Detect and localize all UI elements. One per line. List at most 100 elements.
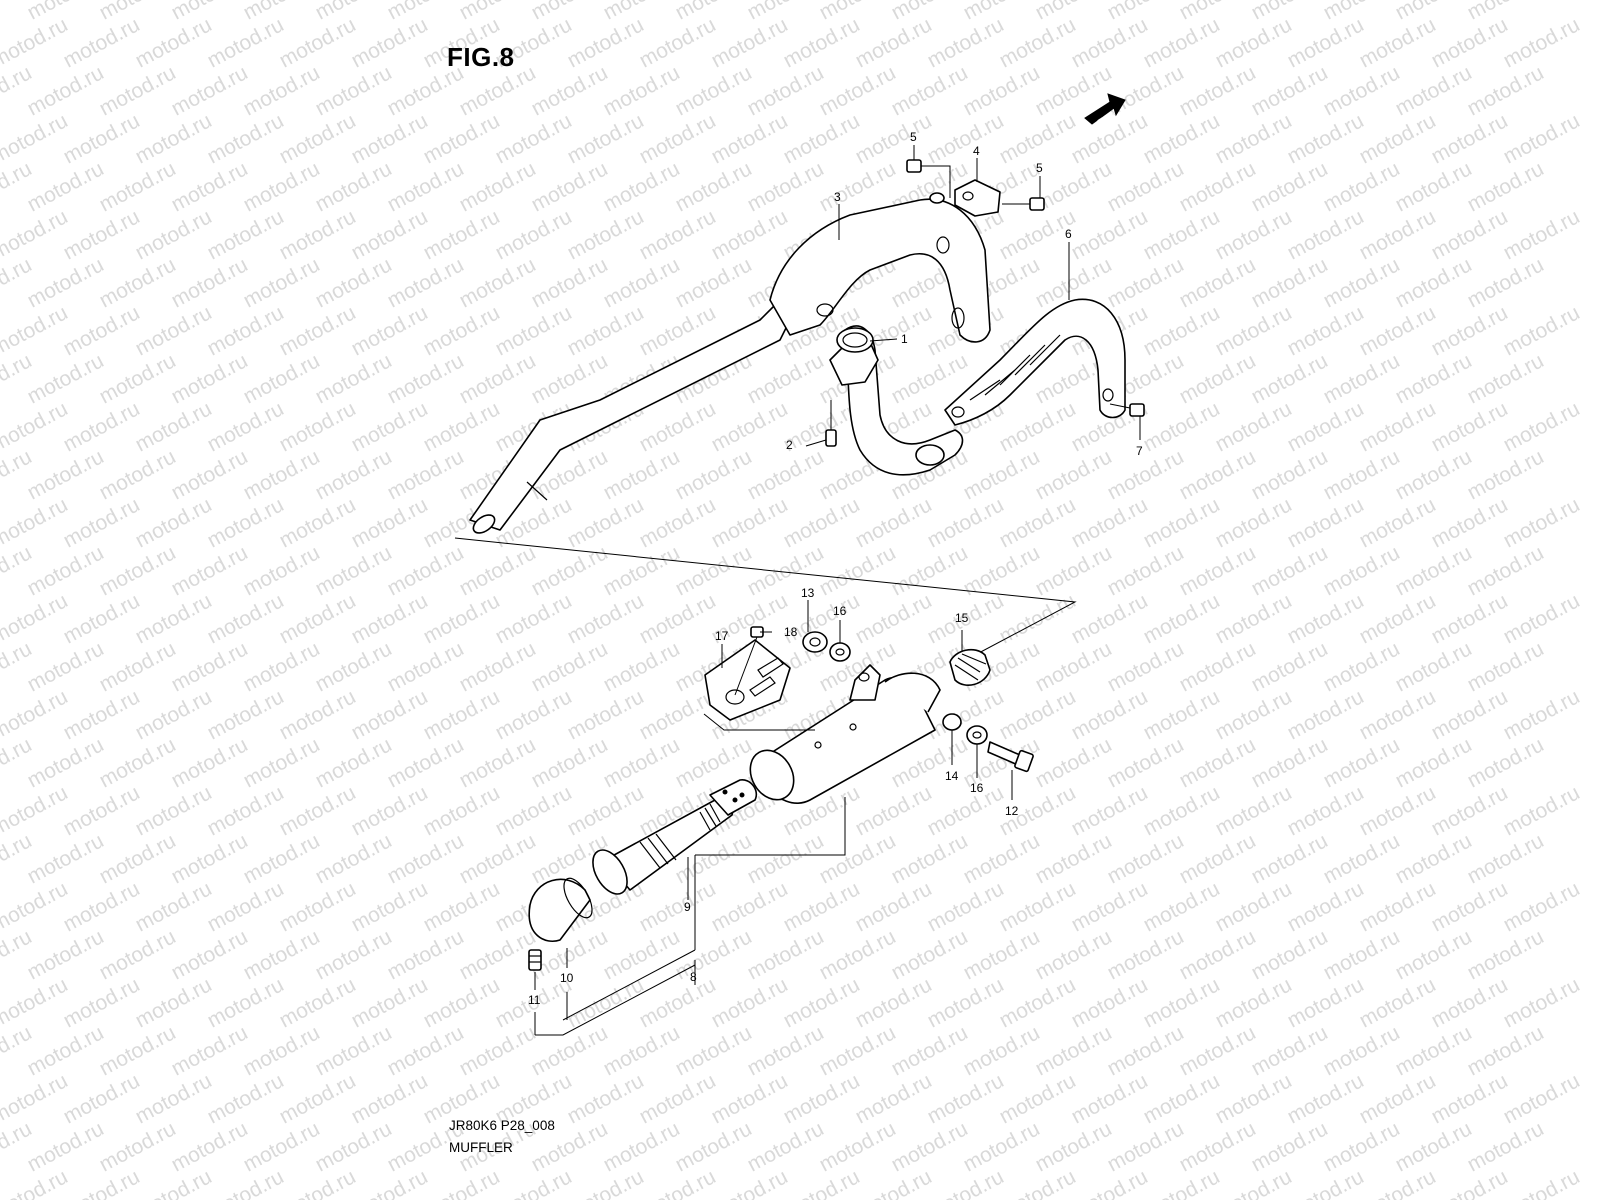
watermark-text: motod.ru [744, 541, 828, 600]
watermark-text: motod.ru [1248, 157, 1332, 216]
watermark-text: motod.ru [1212, 109, 1296, 168]
callout-7: 7 [1136, 444, 1143, 458]
watermark-text: motod.ru [204, 781, 288, 840]
muffler-body[interactable] [742, 664, 941, 808]
watermark-text: motod.ru [348, 1069, 432, 1128]
watermark-text: motod.ru [348, 397, 432, 456]
watermark-text: motod.ru [276, 1165, 360, 1200]
watermark-text: motod.ru [1248, 1021, 1332, 1080]
watermark-text: motod.ru [1140, 493, 1224, 552]
bracket-bolt-5a[interactable] [906, 159, 951, 198]
watermark-text: motod.ru [384, 1021, 468, 1080]
watermark-text: motod.ru [888, 1021, 972, 1080]
watermark-text: motod.ru [132, 493, 216, 552]
watermark-text: motod.ru [1464, 1021, 1548, 1080]
watermark-text: motod.ru [1464, 253, 1548, 312]
watermark-text: motod.ru [240, 1117, 324, 1176]
washer-16b[interactable] [966, 725, 988, 745]
watermark-text: motod.ru [348, 493, 432, 552]
watermark-text: motod.ru [1032, 1117, 1116, 1176]
watermark-text: motod.ru [1104, 157, 1188, 216]
watermark-text: motod.ru [708, 1165, 792, 1200]
muffler-bolt-12[interactable] [987, 741, 1034, 773]
watermark-text: motod.ru [852, 589, 936, 648]
watermark-text: motod.ru [132, 397, 216, 456]
watermark-text: motod.ru [348, 109, 432, 168]
watermark-text: motod.ru [1140, 13, 1224, 72]
watermark-text: motod.ru [744, 349, 828, 408]
watermark-text: motod.ru [204, 1069, 288, 1128]
watermark-text: motod.ru [1320, 541, 1404, 600]
watermark-text: motod.ru [1284, 877, 1368, 936]
exhaust-gasket[interactable] [829, 327, 879, 386]
watermark-text: motod.ru [888, 1117, 972, 1176]
watermark-text: motod.ru [1500, 493, 1584, 552]
watermark-text: motod.ru [1428, 589, 1512, 648]
watermark-text: motod.ru [1392, 253, 1476, 312]
heat-protector[interactable] [944, 298, 1126, 426]
watermark-text: motod.ru [348, 301, 432, 360]
watermark-text: motod.ru [1428, 109, 1512, 168]
muffler-mount-bracket[interactable] [704, 639, 791, 721]
watermark-text: motod.ru [348, 973, 432, 1032]
watermark-text: motod.ru [852, 13, 936, 72]
watermark-text: motod.ru [384, 925, 468, 984]
watermark-text: motod.ru [1320, 349, 1404, 408]
watermark-text: motod.ru [960, 829, 1044, 888]
silencer-inner-pipe[interactable] [586, 779, 758, 900]
bracket-bolt-5b[interactable] [1002, 197, 1045, 211]
callout-2: 2 [786, 438, 793, 452]
callout-16a: 16 [833, 604, 847, 618]
protector-bolt-7[interactable] [1109, 403, 1145, 417]
watermark-text: motod.ru [384, 637, 468, 696]
muffler-joint-15[interactable] [949, 648, 991, 686]
watermark-text: motod.ru [312, 541, 396, 600]
watermark-text: motod.ru [1392, 925, 1476, 984]
watermark-text: motod.ru [1464, 349, 1548, 408]
watermark-text: motod.ru [420, 205, 504, 264]
watermark-text: motod.ru [204, 205, 288, 264]
watermark-text: motod.ru [636, 685, 720, 744]
watermark-text: motod.ru [1248, 445, 1332, 504]
leader-lines [534, 145, 1141, 1036]
watermark-text: motod.ru [456, 253, 540, 312]
watermark-text: motod.ru [276, 301, 360, 360]
watermark-text: motod.ru [852, 1165, 936, 1200]
watermark-text: motod.ru [564, 589, 648, 648]
mount-collar-14[interactable] [942, 713, 962, 731]
callout-18: 18 [784, 625, 798, 639]
watermark-text: motod.ru [1032, 925, 1116, 984]
watermark-text: motod.ru [24, 157, 108, 216]
watermark-text: motod.ru [1284, 109, 1368, 168]
watermark-text: motod.ru [996, 109, 1080, 168]
muffler-end-cap[interactable] [528, 874, 597, 942]
pipe-bolt-2[interactable] [825, 400, 837, 447]
watermark-text: motod.ru [348, 781, 432, 840]
watermark-text: motod.ru [600, 733, 684, 792]
watermark-text: motod.ru [1176, 253, 1260, 312]
watermark-text: motod.ru [1032, 637, 1116, 696]
watermark-text: motod.ru [924, 973, 1008, 1032]
watermark-text: motod.ru [60, 685, 144, 744]
end-cap-bolt-11[interactable] [528, 949, 542, 971]
watermark-text: motod.ru [1356, 781, 1440, 840]
washer-16a[interactable] [829, 642, 851, 662]
watermark-text: motod.ru [24, 541, 108, 600]
watermark-text: motod.ru [1032, 829, 1116, 888]
watermark-text: motod.ru [708, 877, 792, 936]
callout-4: 4 [973, 144, 980, 158]
watermark-text: motod.ru [672, 157, 756, 216]
watermark-text: motod.ru [600, 637, 684, 696]
watermark-text: motod.ru [1284, 1165, 1368, 1200]
watermark-text: motod.ru [636, 1069, 720, 1128]
watermark-text: motod.ru [672, 541, 756, 600]
pipe-bracket[interactable] [954, 179, 1001, 217]
watermark-text: motod.ru [816, 1117, 900, 1176]
watermark-text: motod.ru [348, 877, 432, 936]
watermark-text: motod.ru [636, 109, 720, 168]
mount-collar-13[interactable] [802, 631, 828, 653]
watermark-text: motod.ru [420, 301, 504, 360]
watermark-text: motod.ru [456, 925, 540, 984]
watermark-text: motod.ru [456, 733, 540, 792]
